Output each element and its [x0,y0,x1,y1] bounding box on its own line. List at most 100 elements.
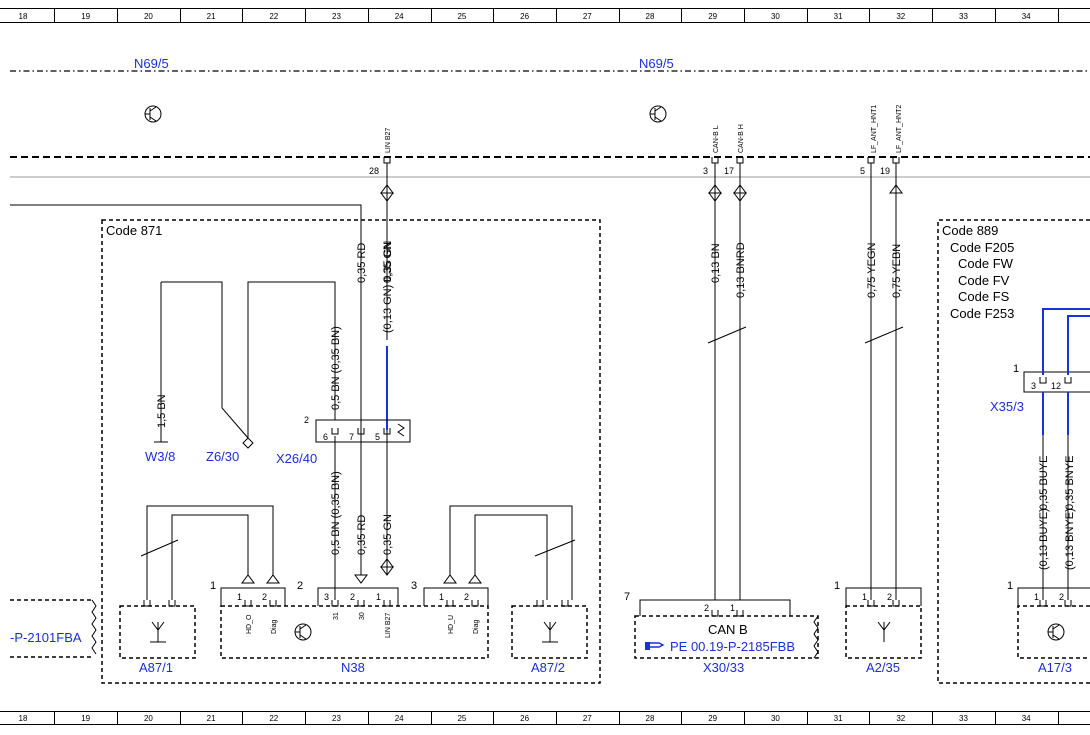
n38-pin-2: 2 [297,580,303,592]
svg-text:7: 7 [349,432,354,442]
left-ref-link[interactable]: -P-2101FBA [10,630,82,645]
wire-label-rd: 0,35 RD [356,243,368,283]
a87-2-component[interactable] [511,600,588,659]
pin: 1 [439,592,444,602]
wire-label-15bn: 1,5 BN [156,394,168,428]
grid-column-number: 21 [207,714,216,723]
n38-pin-3: 3 [411,580,417,592]
grid-column-number: 32 [896,714,905,723]
pin-label-hd-o: HD_O [246,614,253,634]
grid-column-number: 25 [457,12,466,21]
grid-column-number: 31 [834,12,843,21]
pin: 2 [262,592,267,602]
a17-3-label[interactable]: A17/3 [1038,660,1072,675]
wire-label-gn: 0,35 GN [382,242,394,283]
wire-label-gn-paren: (0,13 GN) 0,35 GN [382,241,394,333]
a87-1-wiring [140,505,576,600]
grid-column-number: 29 [708,714,717,723]
antenna-icon [542,621,558,643]
svg-text:5: 5 [375,432,380,442]
pin: 2 [704,603,709,613]
grid-column-number: 26 [520,12,529,21]
transistor-icon [294,623,312,641]
code-871-box [101,219,601,684]
grid-column-number: 27 [583,714,592,723]
pin: 2 [887,592,892,602]
hand-pointer-icon [645,642,665,650]
pin-28: 28 [369,166,379,176]
wire-label-013bn: 0,13 BN [710,243,722,283]
grid-column-number: 19 [81,714,90,723]
grid-column-number: 24 [395,12,404,21]
wire-label-gn-lower: 0,35 GN [382,514,394,555]
grid-column-number: 19 [81,12,90,21]
x35-pin-1: 1 [1013,363,1019,375]
n38-component[interactable] [220,587,489,659]
blue-wires [1042,308,1090,435]
a87-1-component[interactable] [119,600,196,659]
n69-left-label[interactable]: N69/5 [134,56,169,71]
a2-35-component[interactable] [845,587,922,659]
a17-3-component[interactable] [1017,587,1090,659]
a2-35-label[interactable]: A2/35 [866,660,900,675]
grid-column-number: 31 [834,714,843,723]
grid-column-number: 26 [520,714,529,723]
a87-2-label[interactable]: A87/2 [531,660,565,675]
pin-label-30: 30 [359,612,366,620]
code-f253: Code F253 [950,306,1014,321]
grid-column-number: 32 [896,12,905,21]
x30-pin-7: 7 [624,591,630,603]
wire-label-rd-lower: 0,35 RD [356,515,368,555]
pin: 1 [730,603,735,613]
x35-3-label[interactable]: X35/3 [990,399,1024,414]
x30-33-label[interactable]: X30/33 [703,660,744,675]
grid-column-number: 25 [457,714,466,723]
n38-label[interactable]: N38 [341,660,365,675]
antenna-icon [150,621,166,643]
a17-wires [1042,435,1069,600]
grid-column-number: 20 [144,714,153,723]
pin: 2 [1059,592,1064,602]
pin: 1 [237,592,242,602]
a2-pin-1: 1 [834,580,840,592]
pin-label-lin-b27-n38: LIN B27 [385,613,392,638]
wire-label-bnye: 0,35 BNYE [1064,456,1076,510]
x30-33-component[interactable] [634,599,819,659]
wire-label-buye-paren: (0,13 BUYE) [1038,508,1050,570]
x26-40-label[interactable]: X26/40 [276,451,317,466]
wire-label-075yebn: 0,75 YEBN [891,244,903,298]
grid-column-number: 27 [583,12,592,21]
pin-label-lf-ant1: LF_ANT_HNT1 [871,105,878,153]
grid-column-number: 22 [269,714,278,723]
z6-30-label[interactable]: Z6/30 [206,449,239,464]
n69-right-label[interactable]: N69/5 [639,56,674,71]
grid-column-number: 30 [771,12,780,21]
wire-label-013bnrd: 0,13 BNRD [735,242,747,298]
code-fs: Code FS [958,289,1010,304]
pin-label-lin-b27: LIN B27 [385,128,392,153]
grid-column-number: 23 [332,12,341,21]
column-grid-top [0,8,1090,23]
w3-8-label[interactable]: W3/8 [145,449,175,464]
grid-column-number: 34 [1022,12,1031,21]
grid-column-number: 18 [19,12,28,21]
left-partial-component[interactable] [10,599,97,658]
pe-ref-link[interactable]: PE 00.19-P-2185FBB [670,639,795,654]
grid-column-number: 22 [269,12,278,21]
grid-column-number: 33 [959,714,968,723]
pin: 12 [1051,381,1061,391]
a87-1-label[interactable]: A87/1 [139,660,173,675]
pin: 2 [464,592,469,602]
wire-label-bn-paren: 0,5 BN (0,35 BN) [330,326,342,410]
code-889-label: Code 889 [942,223,998,238]
grid-column-number: 34 [1022,714,1031,723]
transistor-icon [1047,623,1065,641]
code-fv: Code FV [958,273,1010,288]
transistor-icon [144,105,162,123]
pin: 1 [1034,592,1039,602]
wiring [10,163,904,600]
pin-label-can-h: CAN-B H [738,124,745,153]
